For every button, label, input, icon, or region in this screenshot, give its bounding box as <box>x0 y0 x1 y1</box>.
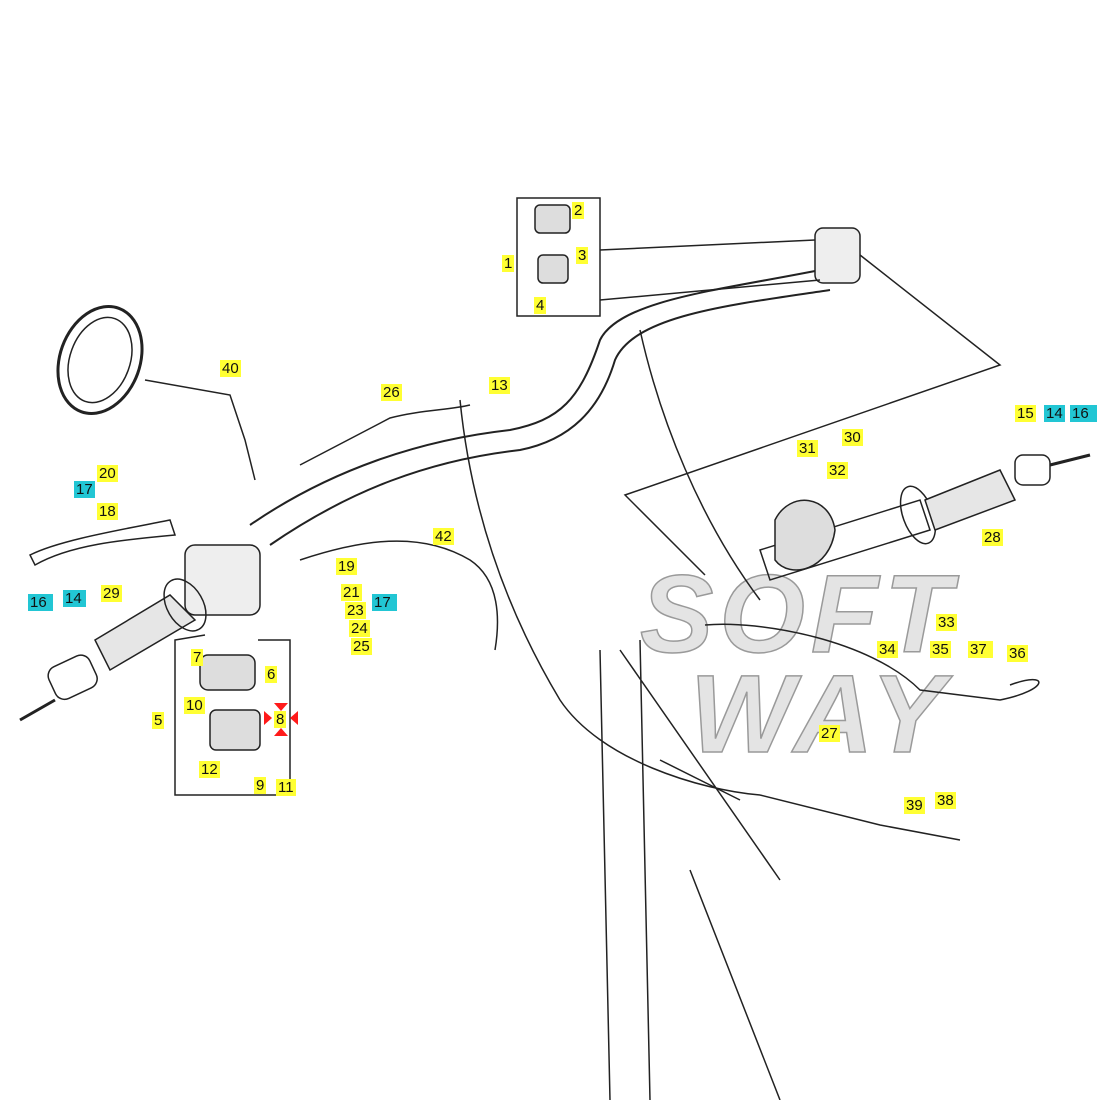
part-label-33[interactable]: 33 <box>936 614 957 631</box>
part-label-7[interactable]: 7 <box>191 649 204 666</box>
part-label-31[interactable]: 31 <box>797 440 818 457</box>
part-label-38[interactable]: 38 <box>935 792 956 809</box>
mirror <box>56 305 144 415</box>
watermark-line2: WAY <box>689 653 951 776</box>
part-label-39[interactable]: 39 <box>904 797 925 814</box>
part-label-14-right[interactable]: 14 <box>1044 405 1065 422</box>
cable-42 <box>459 399 761 796</box>
left-bar-end-screw <box>19 698 56 722</box>
part-label-2[interactable]: 2 <box>572 202 585 219</box>
part-label-42[interactable]: 42 <box>433 528 454 545</box>
part-label-14-left[interactable]: 14 <box>63 590 86 607</box>
part-label-30[interactable]: 30 <box>842 429 863 446</box>
throttle-group-outline <box>623 254 1002 576</box>
part-label-5[interactable]: 5 <box>152 712 165 729</box>
part-label-24[interactable]: 24 <box>349 620 370 637</box>
part-label-17-left[interactable]: 17 <box>74 481 95 498</box>
watermark-line1: SOFT <box>639 553 958 676</box>
part-label-15[interactable]: 15 <box>1015 405 1036 422</box>
left-switch <box>184 544 261 616</box>
mirror-stem <box>144 379 256 481</box>
handlebar-lower <box>269 289 831 546</box>
left-grip <box>94 594 197 672</box>
cable-26 <box>299 404 471 466</box>
part-label-21[interactable]: 21 <box>341 584 362 601</box>
part-label-18[interactable]: 18 <box>97 503 118 520</box>
handlebar <box>249 269 821 526</box>
left-bar-end <box>47 654 98 701</box>
part-label-3[interactable]: 3 <box>576 247 589 264</box>
part-label-40[interactable]: 40 <box>220 360 241 377</box>
part-label-11[interactable]: 11 <box>276 779 296 796</box>
part-label-32[interactable]: 32 <box>827 462 848 479</box>
part-label-16-left[interactable]: 16 <box>28 594 53 611</box>
marker-arrow-right <box>290 711 298 725</box>
clutch-lever <box>28 519 177 567</box>
switch-upper-part <box>534 204 571 234</box>
part-label-10[interactable]: 10 <box>184 697 205 714</box>
part-label-17-right[interactable]: 17 <box>372 594 397 611</box>
part-label-4[interactable]: 4 <box>534 297 547 314</box>
left-grip-flange <box>163 578 207 632</box>
throttle-housing <box>774 499 836 571</box>
switch-lower-part <box>537 254 569 284</box>
right-bar-end <box>1014 454 1051 486</box>
right-bar-end-screw <box>1049 453 1091 467</box>
part-label-1[interactable]: 1 <box>502 255 515 272</box>
mirror-glass <box>67 316 133 404</box>
right-switch <box>814 227 861 284</box>
marker-arrow-left <box>264 711 272 725</box>
throttle-cable <box>704 623 1040 701</box>
part-label-37[interactable]: 37 <box>968 641 993 658</box>
part-label-9[interactable]: 9 <box>254 777 267 794</box>
part-label-36[interactable]: 36 <box>1007 645 1028 662</box>
part-label-12[interactable]: 12 <box>199 761 220 778</box>
part-label-26[interactable]: 26 <box>381 384 402 401</box>
frame <box>599 639 781 1100</box>
part-label-29[interactable]: 29 <box>101 585 122 602</box>
marker-arrow-top <box>274 703 288 711</box>
part-label-20[interactable]: 20 <box>97 465 118 482</box>
part-label-8[interactable]: 8 <box>274 711 287 728</box>
part-label-13[interactable]: 13 <box>489 377 510 394</box>
marker-arrow-bottom <box>274 728 288 736</box>
part-label-16-right[interactable]: 16 <box>1070 405 1097 422</box>
part-label-23[interactable]: 23 <box>345 602 366 619</box>
switch-kit-box <box>516 197 601 317</box>
part-label-27[interactable]: 27 <box>819 725 840 742</box>
left-switch-kit-box <box>174 634 291 796</box>
part-label-28[interactable]: 28 <box>982 529 1003 546</box>
part-label-25[interactable]: 25 <box>351 638 372 655</box>
part-label-34[interactable]: 34 <box>877 641 898 658</box>
throttle-tube <box>759 499 931 581</box>
part-label-6[interactable]: 6 <box>265 666 278 683</box>
part-label-19[interactable]: 19 <box>336 558 357 575</box>
right-grip <box>924 469 1017 531</box>
part-label-35[interactable]: 35 <box>930 641 951 658</box>
